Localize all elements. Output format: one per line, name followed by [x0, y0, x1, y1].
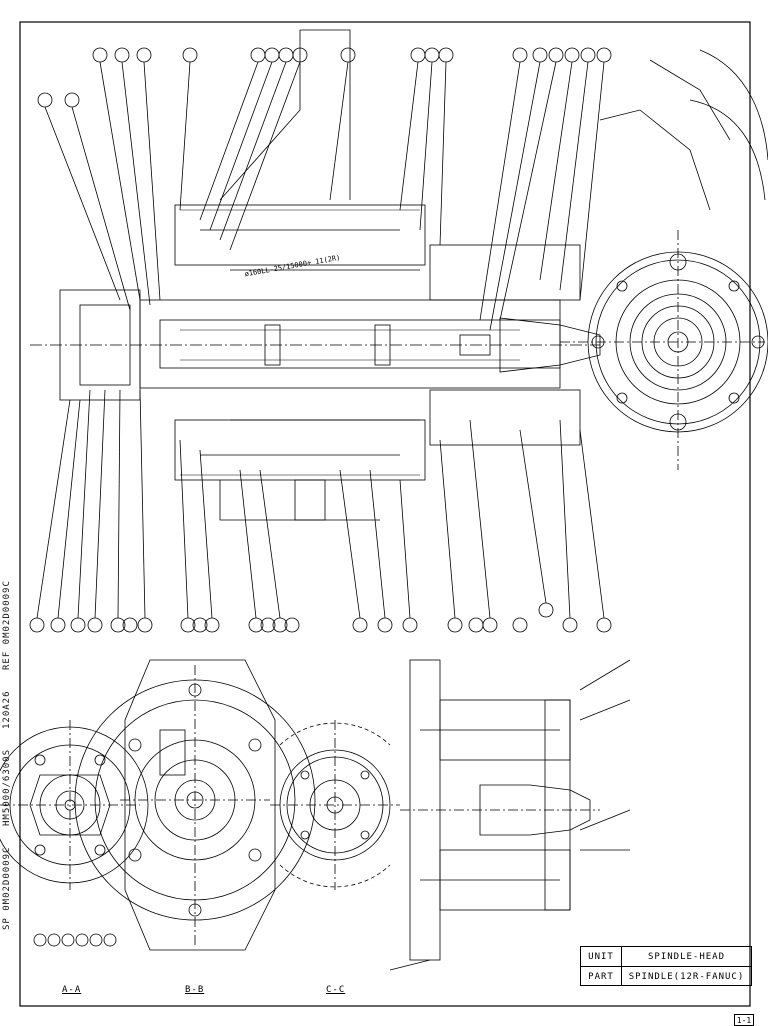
section-a-a-view: [0, 720, 149, 947]
drawing-frame: [19, 21, 751, 1007]
reference-number: REF 0M02D0009C: [2, 579, 12, 670]
section-b-b-view: [74, 659, 316, 951]
part-value: SPINDLE(12R-FANUC): [628, 971, 745, 982]
drawing-number: SP 0M02D0009C: [2, 846, 12, 930]
spindle-longitudinal-section: [30, 29, 601, 521]
lower-partial-section: [389, 659, 631, 971]
unit-value: SPINDLE-HEAD: [647, 951, 726, 962]
drawing-reference-text: SP 0M02D0009C HM5000/6300S 120A26 REF 0M…: [2, 460, 22, 930]
sheet-number: 1-1: [734, 1014, 754, 1026]
section-label-a-a: A-A: [62, 985, 82, 995]
title-block: UNIT SPINDLE-HEAD PART SPINDLE(12R-FANUC…: [580, 946, 752, 986]
section-label-c-c: C-C: [326, 985, 346, 995]
title-block-part-row: PART SPINDLE(12R-FANUC): [581, 967, 751, 986]
flange-face-view: [560, 49, 768, 470]
title-block-unit-row: UNIT SPINDLE-HEAD: [581, 947, 751, 967]
callout-balloons-top: [37, 47, 612, 331]
unit-label: UNIT: [581, 947, 622, 966]
section-c-c-view: [270, 720, 400, 890]
part-label: PART: [581, 967, 622, 986]
model-number: HM5000/6300S: [2, 749, 12, 827]
section-label-b-b: B-B: [185, 985, 205, 995]
callout-balloons-middle: [29, 389, 612, 633]
revision-code: 120A26: [2, 690, 12, 729]
